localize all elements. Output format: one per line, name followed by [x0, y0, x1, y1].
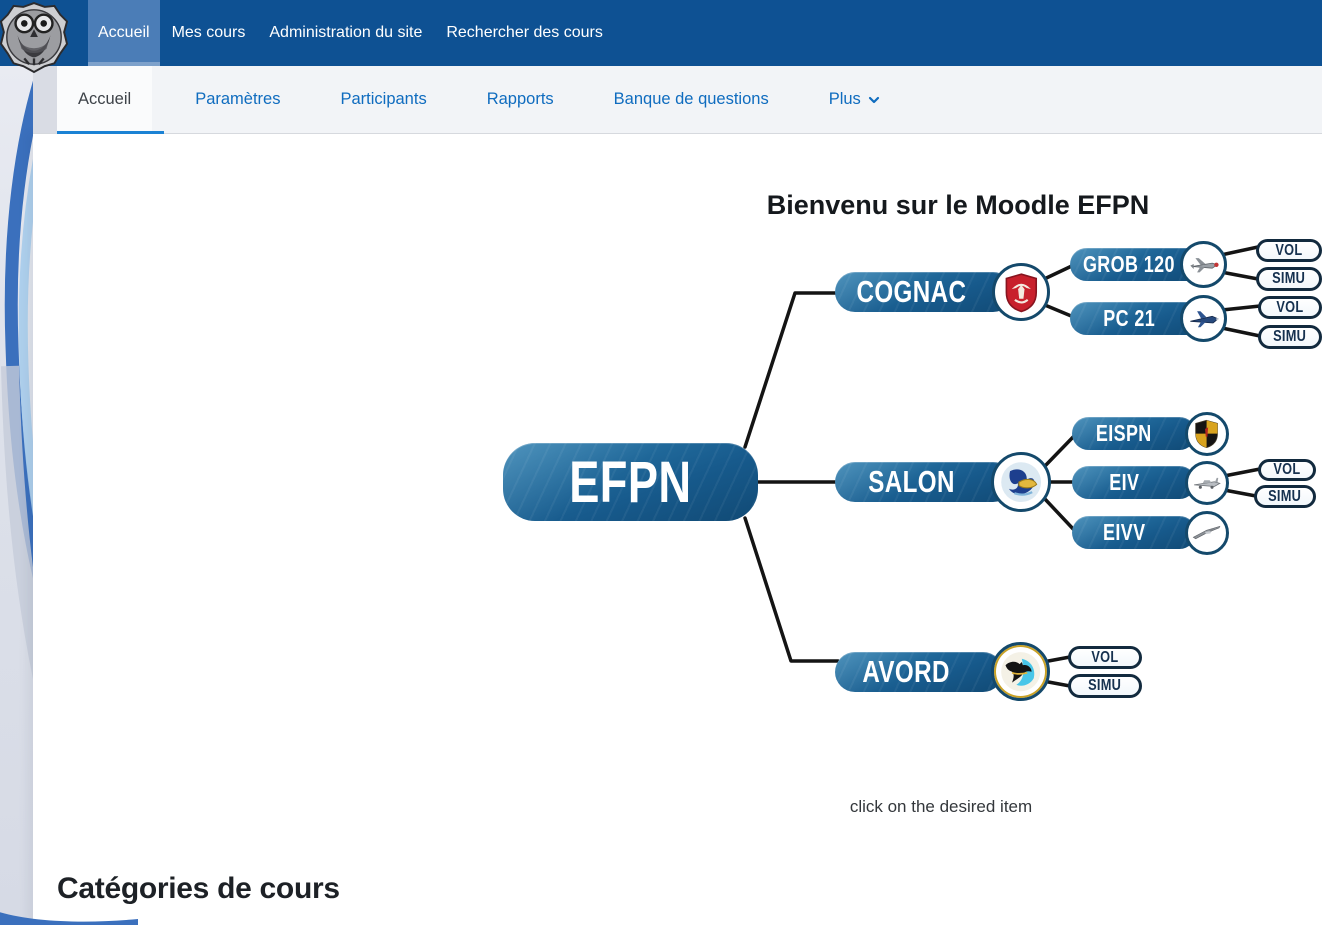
tab-label: Plus	[828, 90, 861, 108]
diagram-node-cognac[interactable]: COGNAC	[835, 272, 1013, 312]
background-swoosh	[0, 66, 33, 925]
leaf-pc21-simu[interactable]: SIMU	[1258, 325, 1322, 349]
leaf-avord-vol[interactable]: VOL	[1068, 646, 1142, 669]
diagram-node-pc21[interactable]: PC 21	[1070, 302, 1208, 335]
diagram-node-salon[interactable]: SALON	[835, 462, 1013, 502]
tab-label: Rapports	[486, 90, 554, 108]
node-label: AVORD	[862, 654, 950, 689]
topnav-item-label: Accueil	[98, 24, 150, 41]
leaf-pc21-vol[interactable]: VOL	[1258, 296, 1322, 319]
node-label: GROB 120	[1083, 251, 1175, 277]
topnav-item-label: Mes cours	[171, 24, 246, 41]
node-label: SALON	[867, 464, 955, 499]
tab-settings[interactable]: Paramètres	[178, 66, 297, 133]
leaf-label: VOL	[1276, 298, 1304, 316]
tab-label: Banque de questions	[613, 90, 769, 108]
tab-label: Participants	[340, 90, 427, 108]
welcome-title: Bienvenu sur le Moodle EFPN	[766, 190, 1150, 220]
leaf-eiv-simu[interactable]: SIMU	[1254, 485, 1316, 508]
node-label: EIVV	[1102, 519, 1146, 545]
tab-label: Paramètres	[195, 90, 281, 108]
diagram-node-eiv[interactable]: EIV	[1072, 466, 1196, 499]
primary-navbar: Accueil Mes cours Administration du site…	[0, 0, 1322, 66]
grob-badge-icon[interactable]	[1180, 241, 1227, 288]
diagram-caption: click on the desired item	[849, 797, 1033, 816]
tab-question-bank[interactable]: Banque de questions	[597, 66, 786, 133]
topnav-item-home[interactable]: Accueil	[88, 0, 160, 66]
leaf-label: VOL	[1273, 461, 1301, 478]
topnav-item-label: Rechercher des cours	[446, 24, 603, 41]
topnav-item-search-courses[interactable]: Rechercher des cours	[434, 0, 615, 66]
eispn-badge-icon[interactable]	[1185, 412, 1229, 456]
eiv-badge-icon[interactable]	[1185, 461, 1229, 505]
salon-badge-icon[interactable]	[991, 452, 1051, 512]
tab-reports[interactable]: Rapports	[470, 66, 571, 133]
topnav-item-my-courses[interactable]: Mes cours	[160, 0, 258, 66]
tab-participants[interactable]: Participants	[323, 66, 443, 133]
secondary-tabbar: Accueil Paramètres Participants Rapports…	[33, 66, 1322, 134]
node-label: EFPN	[569, 449, 692, 515]
leaf-label: SIMU	[1273, 328, 1307, 345]
leaf-label: VOL	[1275, 241, 1303, 259]
diagram-node-avord[interactable]: AVORD	[835, 652, 1003, 692]
leaf-label: VOL	[1091, 648, 1119, 666]
tab-label: Accueil	[78, 90, 132, 108]
tab-more[interactable]: Plus	[812, 66, 897, 133]
tab-home[interactable]: Accueil	[57, 66, 164, 134]
leaf-grob-vol[interactable]: VOL	[1256, 239, 1322, 262]
pc21-badge-icon[interactable]	[1180, 295, 1227, 342]
node-label: COGNAC	[856, 274, 966, 309]
diagram-node-grob120[interactable]: GROB 120	[1070, 248, 1208, 281]
chevron-down-icon	[868, 94, 880, 106]
owl-logo-icon[interactable]	[0, 2, 68, 74]
cognac-badge-icon[interactable]	[992, 263, 1050, 321]
leaf-label: SIMU	[1088, 677, 1122, 694]
topnav-item-site-admin[interactable]: Administration du site	[257, 0, 434, 66]
leaf-avord-simu[interactable]: SIMU	[1068, 674, 1142, 698]
swoosh-curves-icon	[1, 80, 33, 680]
topnav-item-label: Administration du site	[269, 24, 423, 41]
node-label: EIV	[1108, 469, 1140, 495]
categories-heading: Catégories de cours	[57, 872, 340, 905]
leaf-label: SIMU	[1268, 487, 1302, 505]
tabbar-edge	[33, 66, 57, 133]
avord-badge-icon[interactable]	[991, 642, 1050, 701]
diagram-node-eivv[interactable]: EIVV	[1072, 516, 1196, 549]
leaf-label: SIMU	[1272, 270, 1306, 287]
leaf-eiv-vol[interactable]: VOL	[1258, 459, 1316, 481]
leaf-grob-simu[interactable]: SIMU	[1256, 267, 1322, 291]
diagram-node-efpn[interactable]: EFPN	[503, 443, 758, 521]
eivv-badge-icon[interactable]	[1185, 511, 1229, 555]
node-label: PC 21	[1103, 305, 1155, 331]
node-label: EISPN	[1096, 420, 1152, 446]
diagram-node-eispn[interactable]: EISPN	[1072, 417, 1196, 450]
